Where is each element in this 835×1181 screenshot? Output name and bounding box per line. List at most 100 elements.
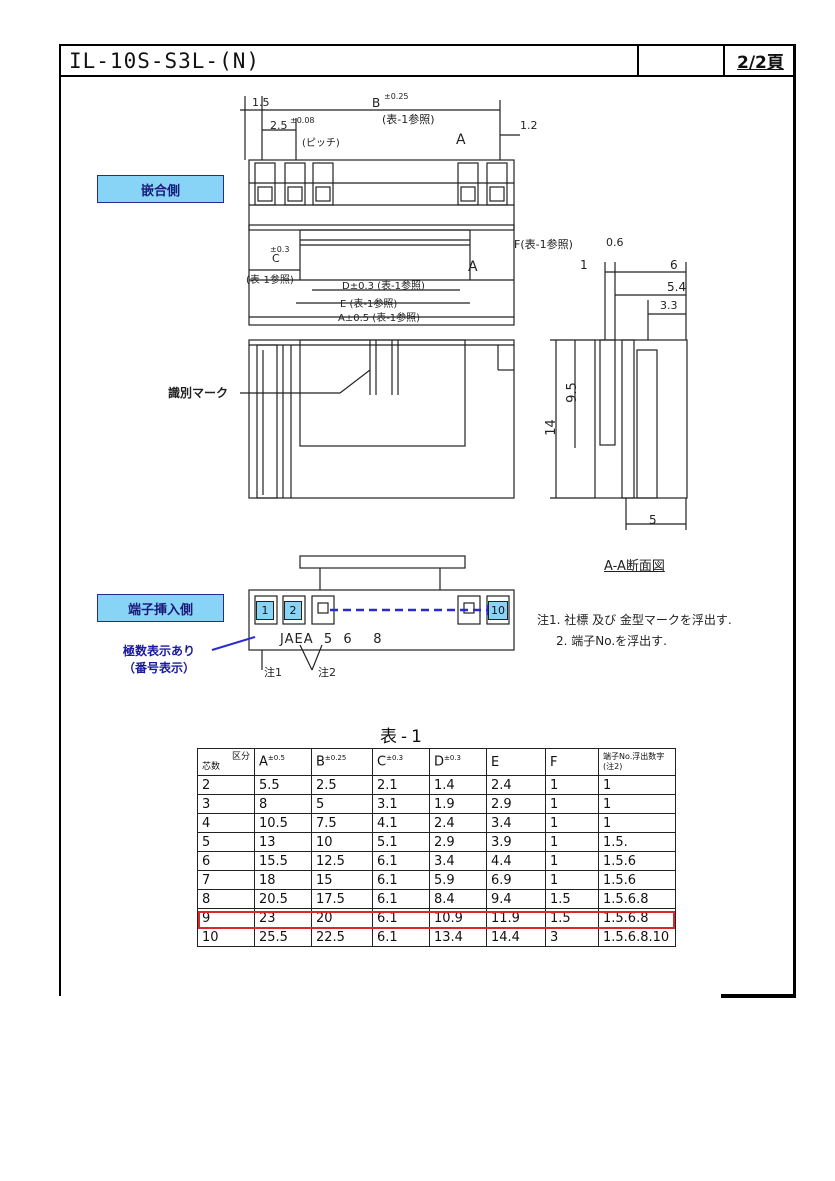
table-cell: 6.1 [372,870,430,890]
marks-row: JAEA 5 6 8 [280,632,383,647]
col-f-name: F [550,754,558,770]
dim-c-tol: ±0.3 [270,245,290,254]
table-cell: 1.5.6 [598,851,676,871]
part-number-cell: IL-10S-S3L-(N) [61,46,639,75]
top-view [240,96,520,326]
blank-cell [639,46,725,75]
dim-1-2: 1.2 [520,119,538,132]
table-cell: 6.1 [372,889,430,909]
table-cell: 9.4 [486,889,546,909]
table-cell: 2.4 [429,813,487,833]
dim-5-4: 5.4 [667,280,687,294]
table-cell: 8 [254,794,312,814]
table-cell: 6.1 [372,851,430,871]
polarity-note-line2: （番号表示） [122,661,195,675]
dim-e: E (表-1参照) [340,299,398,310]
table-cell: 6.1 [372,927,430,947]
table-cell: 17.5 [311,889,373,909]
col-a-tol: ±0.5 [267,754,285,763]
table-cell: 6.1 [372,908,430,928]
table-cell: 13 [254,832,312,852]
table-cell: 1.4 [429,775,487,795]
mating-side-label: 嵌合側 [97,175,224,203]
dim-b-tol: ±0.25 [384,92,409,101]
table-cell: 5 [311,794,373,814]
table-cell: 1.5.6.8 [598,889,676,909]
section-a-mark-top: A [456,132,466,148]
table-cell: 4.1 [372,813,430,833]
table-cell: 1 [598,775,676,795]
table-cell: 5.9 [429,870,487,890]
table-cell: 1.5.6.8.10 [598,927,676,947]
table-cell: 1 [545,851,599,871]
table-cell-pins: 10 [197,927,255,947]
pin-label-1: 1 [256,601,274,620]
dim-f: F(表-1参照) [514,238,573,251]
dim-9-5: 9.5 [564,382,580,403]
corner-top: 区分 [231,752,250,762]
table-cell: 1.5 [545,889,599,909]
table-cell: 1.5. [598,832,676,852]
col-b-header: B±0.25 [311,748,373,776]
table-cell: 2.9 [429,832,487,852]
dim-1-5: 1.5 [252,96,270,109]
table-cell: 2.5 [311,775,373,795]
table-cell: 1 [545,813,599,833]
note-ref-2: 注1 [264,666,282,679]
dim-a: A±0.5 (表-1参照) [338,313,421,324]
table-cell: 22.5 [311,927,373,947]
table-cell: 3.1 [372,794,430,814]
dimension-table: 区分 芯数 A±0.5 B±0.25 C±0.3 D±0.3 E F 端子No.… [197,748,676,947]
col-d-tol: ±0.3 [444,754,462,763]
insertion-side-label: 端子挿入側 [97,594,224,622]
table-cell: 2.9 [486,794,546,814]
col-a-name: A [259,754,268,770]
col-terminal-name: 端子No.浮出数字 [603,752,665,761]
section-a-mark-bottom: A [468,259,478,275]
table-cell-pins: 6 [197,851,255,871]
col-terminal-header: 端子No.浮出数字(注2) [598,748,676,776]
pin-label-2: 2 [284,601,302,620]
table-cell: 1.5.6 [598,870,676,890]
col-d-name: D [434,754,445,770]
dim-2-5-tol: ±0.08 [290,116,315,125]
table-cell: 2.1 [372,775,430,795]
id-mark-label: 識別マーク [168,386,229,400]
col-b-tol: ±0.25 [324,754,347,763]
table-cell-pins: 8 [197,889,255,909]
section-title: A-A断面図 [604,559,665,574]
dim-3-3: 3.3 [660,299,678,312]
section-view [550,262,688,530]
table-cell: 1.9 [429,794,487,814]
table-cell-pins: 2 [197,775,255,795]
table-cell: 12.5 [311,851,373,871]
dim-0-6: 0.6 [606,236,624,249]
dim-c-ref: (表-1参照) [246,275,294,286]
table-cell: 1 [598,794,676,814]
table-cell: 4.4 [486,851,546,871]
table-cell: 13.4 [429,927,487,947]
table-cell: 1 [545,794,599,814]
highlight-row-10 [198,911,675,929]
dim-b-ref: (表-1参照) [382,113,435,126]
table-cell: 3 [545,927,599,947]
dim-1: 1 [580,258,588,272]
col-e-name: E [491,754,500,770]
part-number: IL-10S-S3L-(N) [69,48,261,73]
table-cell: 1 [545,870,599,890]
table-cell: 25.5 [254,927,312,947]
table-cell: 14.4 [486,927,546,947]
note-2: 2. 端子No.を浮出す. [556,634,668,648]
table-cell-pins: 3 [197,794,255,814]
col-c-name: C [377,754,387,770]
drawing-frame [59,44,796,996]
dim-c: C [272,252,280,265]
table-cell: 20.5 [254,889,312,909]
col-c-tol: ±0.3 [386,754,404,763]
